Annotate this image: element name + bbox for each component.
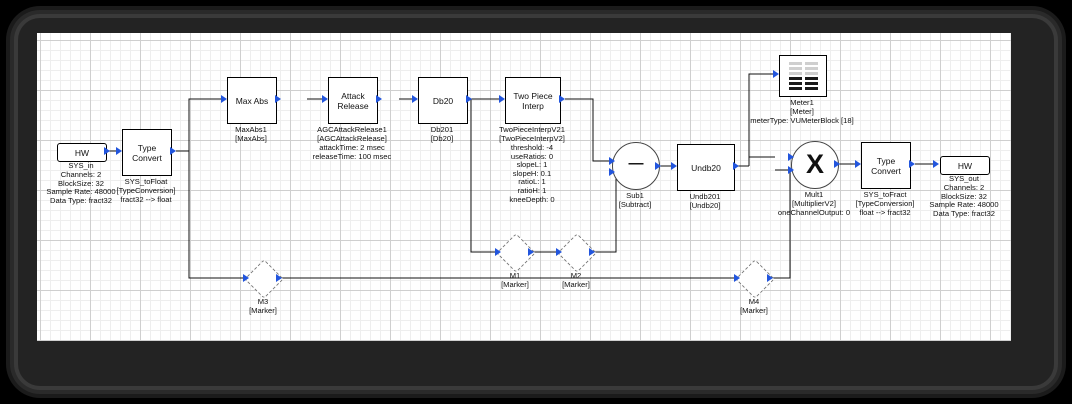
type-convert-out-name: SYS_toFract bbox=[863, 190, 907, 199]
sub1-input-port-b[interactable] bbox=[609, 168, 615, 176]
hw-in-terminal[interactable]: HW bbox=[57, 143, 107, 162]
m2-name: M2 bbox=[570, 271, 582, 280]
hw-out-glyph: HW bbox=[957, 160, 973, 171]
db20-input-port[interactable] bbox=[412, 95, 418, 103]
undb20-box[interactable]: Undb20 bbox=[677, 144, 735, 191]
hw-in-output-port[interactable] bbox=[104, 147, 110, 155]
m4-input-port[interactable] bbox=[734, 274, 740, 282]
two-piece-interp-input-port[interactable] bbox=[499, 95, 505, 103]
attack-release-input-port[interactable] bbox=[322, 95, 328, 103]
undb20-input-port[interactable] bbox=[671, 162, 677, 170]
type-convert-out-output-port[interactable] bbox=[909, 160, 915, 168]
m3-type: [Marker] bbox=[249, 306, 277, 315]
hw-out-name: SYS_out bbox=[949, 174, 979, 183]
type-convert-out-meta: float --> fract32 bbox=[859, 208, 911, 217]
db20-name: Db201 bbox=[430, 125, 454, 134]
type-convert-in-box[interactable]: Type Convert bbox=[122, 129, 172, 176]
db20-title: Db20 bbox=[432, 95, 454, 106]
type-convert-in-title-2: Convert bbox=[132, 152, 162, 163]
type-convert-in-output-port[interactable] bbox=[170, 147, 176, 155]
db20-type: [Db20] bbox=[430, 134, 454, 143]
meter1-name: Meter1 bbox=[790, 98, 814, 107]
type-convert-in-name: SYS_toFloat bbox=[124, 177, 168, 186]
sub1-name: Sub1 bbox=[626, 191, 644, 200]
undb20-output-port[interactable] bbox=[733, 162, 739, 170]
max-abs-name: MaxAbs1 bbox=[235, 125, 267, 134]
max-abs-box[interactable]: Max Abs bbox=[227, 77, 277, 124]
attack-release-name: AGCAttackRelease1 bbox=[317, 125, 387, 134]
mult1-output-port[interactable] bbox=[834, 160, 840, 168]
undb20-type: [Undb20] bbox=[689, 201, 721, 210]
type-convert-out-title-2: Convert bbox=[871, 165, 901, 176]
hw-out-terminal[interactable]: HW bbox=[940, 156, 990, 175]
meter1-meta: meterType: VUMeterBlock [18] bbox=[750, 116, 854, 125]
two-piece-interp-title-1: Two Piece bbox=[513, 90, 553, 101]
m3-output-port[interactable] bbox=[276, 274, 282, 282]
m1-name: M1 bbox=[509, 271, 521, 280]
mult1-input-port-b[interactable] bbox=[788, 166, 794, 174]
meter1-type: [Meter] bbox=[790, 107, 814, 116]
sub1-glyph: — bbox=[628, 155, 644, 172]
attack-release-meta: attackTime: 2 msec releaseTime: 100 msec bbox=[312, 143, 392, 161]
mult1-type: [MultiplierV2] bbox=[792, 199, 836, 208]
type-convert-out-box[interactable]: Type Convert bbox=[861, 142, 911, 189]
m1-type: [Marker] bbox=[501, 280, 529, 289]
two-piece-interp-type: [TwoPieceInterpV2] bbox=[499, 134, 565, 143]
m4-name: M4 bbox=[748, 297, 760, 306]
sub1-input-port-a[interactable] bbox=[609, 157, 615, 165]
type-convert-in-meta: fract32 --> float bbox=[120, 195, 172, 204]
type-convert-in-input-port[interactable] bbox=[116, 147, 122, 155]
meter1-input-port[interactable] bbox=[773, 70, 779, 78]
attack-release-title-2: Release bbox=[337, 100, 369, 111]
hw-in-name: SYS_in bbox=[68, 161, 94, 170]
mult1-input-port-a[interactable] bbox=[788, 153, 794, 161]
m2-output-port[interactable] bbox=[589, 248, 595, 256]
mult1-glyph: X bbox=[805, 149, 824, 179]
sub1-output-port[interactable] bbox=[655, 162, 661, 170]
max-abs-title: Max Abs bbox=[235, 95, 269, 106]
two-piece-interp-name: TwoPieceInterpV21 bbox=[499, 125, 565, 134]
attack-release-output-port[interactable] bbox=[376, 95, 382, 103]
attack-release-type: [AGCAttackRelease] bbox=[317, 134, 387, 143]
two-piece-interp-meta: threshold: -4 useRatios: 0 slopeL: 1 slo… bbox=[509, 143, 555, 204]
m1-output-port[interactable] bbox=[528, 248, 534, 256]
sub1-type: [Subtract] bbox=[618, 200, 652, 209]
hw-out-input-port[interactable] bbox=[933, 160, 939, 168]
hw-out-meta: Channels: 2 BlockSize: 32 Sample Rate: 4… bbox=[929, 183, 999, 218]
db20-box[interactable]: Db20 bbox=[418, 77, 468, 124]
attack-release-title-1: Attack bbox=[341, 90, 365, 101]
type-convert-in-type: [TypeConversion] bbox=[116, 186, 176, 195]
hw-in-meta: Channels: 2 BlockSize: 32 Sample Rate: 4… bbox=[46, 170, 116, 205]
m3-input-port[interactable] bbox=[243, 274, 249, 282]
mult1-circle[interactable]: X bbox=[791, 141, 839, 189]
undb20-title: Undb20 bbox=[691, 162, 721, 173]
max-abs-output-port[interactable] bbox=[275, 95, 281, 103]
m2-input-port[interactable] bbox=[556, 248, 562, 256]
sub1-circle[interactable]: — bbox=[612, 142, 660, 190]
two-piece-interp-box[interactable]: Two Piece Interp bbox=[505, 77, 561, 124]
mult1-name: Mult1 bbox=[804, 190, 824, 199]
mult1-meta: oneChannelOutput: 0 bbox=[777, 208, 851, 217]
meter1-box[interactable] bbox=[779, 55, 827, 97]
type-convert-out-type: [TypeConversion] bbox=[855, 199, 915, 208]
m4-output-port[interactable] bbox=[767, 274, 773, 282]
type-convert-in-title-1: Type bbox=[137, 142, 157, 153]
max-abs-input-port[interactable] bbox=[221, 95, 227, 103]
hw-in-glyph: HW bbox=[74, 147, 90, 158]
attack-release-box[interactable]: Attack Release bbox=[328, 77, 378, 124]
type-convert-out-input-port[interactable] bbox=[855, 160, 861, 168]
two-piece-interp-output-port[interactable] bbox=[559, 95, 565, 103]
type-convert-out-title-1: Type bbox=[876, 155, 896, 166]
m3-name: M3 bbox=[257, 297, 269, 306]
m2-type: [Marker] bbox=[562, 280, 590, 289]
m1-input-port[interactable] bbox=[495, 248, 501, 256]
max-abs-type: [MaxAbs] bbox=[235, 134, 267, 143]
two-piece-interp-title-2: Interp bbox=[522, 100, 544, 111]
undb20-name: Undb201 bbox=[689, 192, 721, 201]
db20-output-port[interactable] bbox=[466, 95, 472, 103]
diagram-canvas[interactable]: HW SYS_in Channels: 2 BlockSize: 32 Samp… bbox=[37, 33, 1011, 341]
meter-icon bbox=[788, 61, 818, 91]
m4-type: [Marker] bbox=[740, 306, 768, 315]
